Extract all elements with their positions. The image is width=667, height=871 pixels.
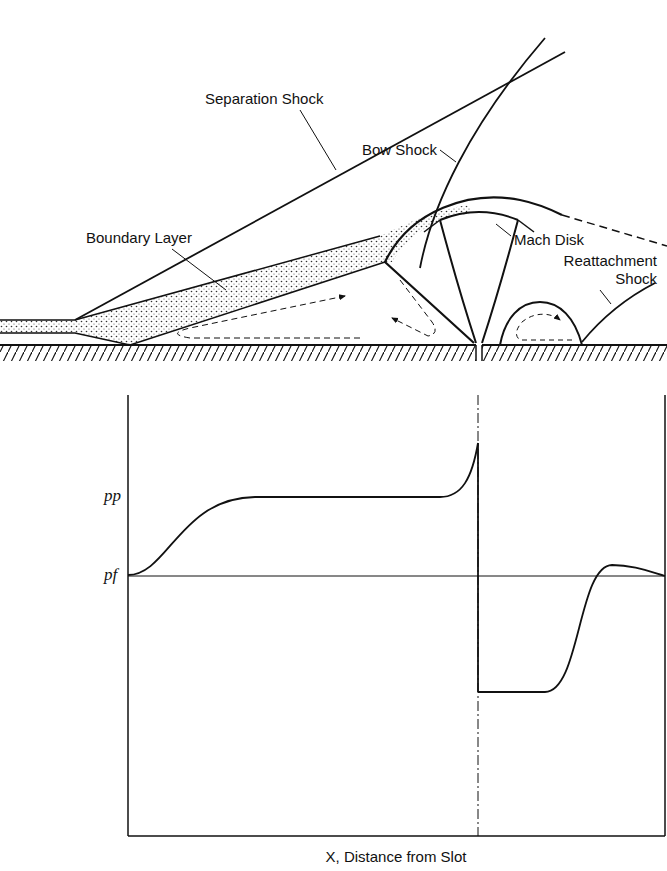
recirculation-arrow bbox=[178, 296, 361, 338]
axis-symbol: pp bbox=[104, 487, 121, 505]
shock-label: Mach Disk bbox=[514, 231, 584, 249]
axis-symbol-text: pf bbox=[104, 565, 117, 584]
shock-label: Reattachment Shock bbox=[545, 252, 657, 288]
leader-line bbox=[600, 290, 611, 304]
reflected-shock bbox=[518, 220, 534, 232]
leader-line bbox=[440, 150, 456, 162]
wall-line bbox=[0, 344, 476, 346]
axis-symbol-text: pp bbox=[104, 486, 121, 505]
slot-edge bbox=[475, 345, 477, 361]
reattachment-shock bbox=[582, 283, 655, 342]
leader-line bbox=[496, 224, 511, 236]
shock-label: Separation Shock bbox=[205, 90, 323, 108]
axis-symbol: pf bbox=[104, 566, 117, 584]
barrel-shock bbox=[482, 220, 518, 343]
reattachment-bubble bbox=[500, 302, 582, 345]
boundary-layer-edge bbox=[0, 333, 130, 345]
chart-axis bbox=[128, 835, 665, 837]
pressure-curve bbox=[128, 443, 478, 575]
axis-title: X, Distance from Slot bbox=[250, 848, 542, 866]
axis-title-text: X, Distance from Slot bbox=[326, 848, 467, 865]
boundary-layer-edge bbox=[0, 236, 380, 320]
jet-boundary bbox=[385, 198, 562, 343]
shock-label: Bow Shock bbox=[362, 141, 437, 159]
recirculation-arrow bbox=[392, 280, 435, 336]
slot-edge bbox=[481, 345, 483, 361]
shock-label-text: Separation Shock bbox=[205, 90, 323, 107]
mach-disk bbox=[440, 212, 518, 220]
wall-line bbox=[482, 344, 667, 346]
leader-line bbox=[172, 249, 226, 290]
shock-label-text: Bow Shock bbox=[362, 141, 437, 158]
shock-label-text: Mach Disk bbox=[514, 231, 584, 248]
pressure-jump bbox=[477, 443, 479, 692]
chart-axis bbox=[127, 395, 129, 836]
wall-hatching bbox=[0, 345, 476, 361]
barrel-shock bbox=[440, 220, 476, 343]
pressure-curve bbox=[478, 565, 665, 692]
shock-label-text: Reattachment Shock bbox=[564, 252, 657, 287]
region-label: Boundary Layer bbox=[86, 229, 192, 247]
region-label-text: Boundary Layer bbox=[86, 229, 192, 246]
reflected-shock bbox=[424, 220, 440, 232]
reference-line bbox=[128, 576, 665, 577]
dividing-streamline bbox=[130, 262, 385, 345]
separation-shock bbox=[75, 52, 565, 320]
wall-hatching bbox=[482, 345, 667, 361]
leader-line bbox=[300, 110, 336, 170]
recirculation-arrow bbox=[516, 314, 572, 340]
chart-axis bbox=[664, 395, 666, 836]
slot-centerline bbox=[478, 395, 479, 836]
